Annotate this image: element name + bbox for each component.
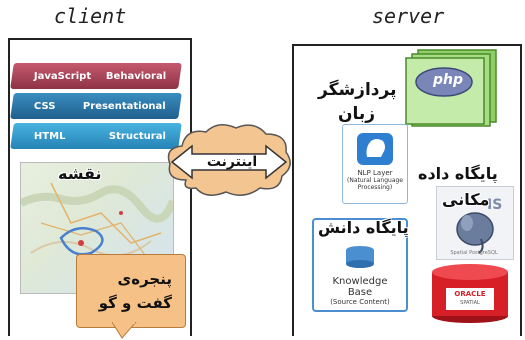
postgis-logo: IS <box>436 186 514 260</box>
behavioral-layer-label: Behavioral <box>105 70 166 82</box>
internet-cloud <box>167 124 291 196</box>
kb-line3: (Source Content) <box>330 298 390 306</box>
spatial-db-label-line1: پایگاه داده <box>418 164 498 183</box>
php-label: php <box>432 72 463 88</box>
callout-tail <box>112 322 137 339</box>
nlp-card-line2: (Natural Language <box>347 177 403 184</box>
html-layer-label: HTML <box>34 130 66 142</box>
chat-window-label-line1: پنجره‌ی <box>117 270 173 288</box>
presentational-layer-label: Presentational <box>83 100 166 112</box>
spatial-db-label-line2: مکانی <box>442 190 490 209</box>
nlp-title-line2: زبان <box>338 104 376 124</box>
css-layer-label: CSS <box>34 100 56 112</box>
structural-layer-label: Structural <box>109 130 166 142</box>
database-icon <box>346 246 374 268</box>
javascript-layer: JavaScript Behavioral <box>10 63 182 89</box>
javascript-layer-label: JavaScript <box>34 70 92 82</box>
map-drawing <box>21 182 173 264</box>
knowledge-base-title: پایگاه دانش <box>318 218 409 237</box>
nlp-card-line3: Processing) <box>357 184 393 191</box>
postgis-caption: Spatial PostgreSQL <box>450 250 498 256</box>
nlp-title-line1: پردازشگر <box>318 80 397 100</box>
internet-label: اینترنت <box>206 154 258 170</box>
brain-icon <box>357 133 393 165</box>
server-header: server <box>372 4 445 28</box>
oracle-label-line1: ORACLE <box>454 290 486 298</box>
client-header: client <box>54 4 127 28</box>
oracle-label-line2: SPATIAL <box>460 300 480 306</box>
svg-text:IS: IS <box>487 197 502 213</box>
oracle-spatial-icon <box>432 264 508 323</box>
chat-window-callout <box>76 254 186 328</box>
kb-line2: Base <box>347 287 373 298</box>
php-icon <box>405 49 497 127</box>
html-layer: HTML Structural <box>10 123 182 149</box>
chat-window-label-line2: گفت و گو <box>98 294 172 312</box>
nlp-layer-card: NLP Layer (Natural Language Processing) <box>342 124 408 204</box>
knowledge-base-card: Knowledge Base (Source Content) <box>312 218 408 312</box>
map-label: نقشه <box>58 164 102 183</box>
css-layer: CSS Presentational <box>10 93 182 119</box>
nlp-card-line1: NLP Layer <box>357 169 393 177</box>
elephant-icon: IS <box>456 197 502 254</box>
kb-line1: Knowledge <box>332 276 388 287</box>
